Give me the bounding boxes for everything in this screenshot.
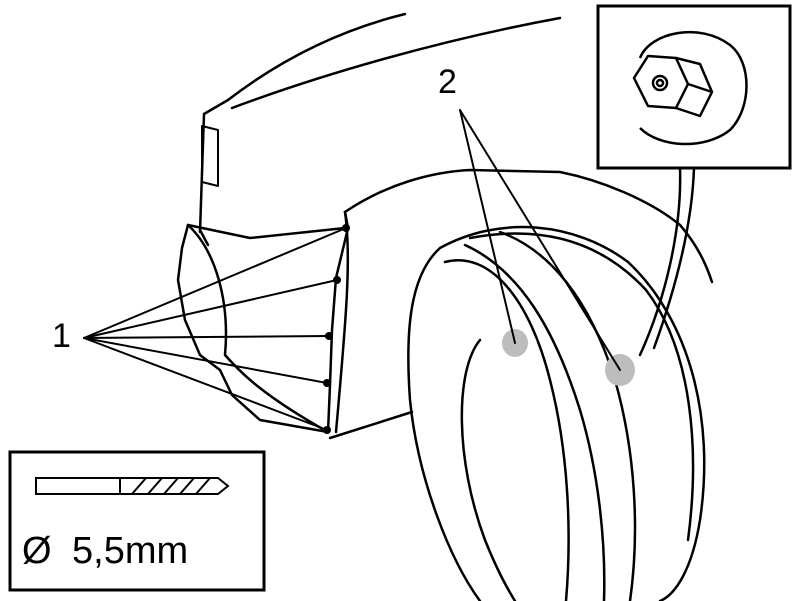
nut-hex-side bbox=[675, 56, 714, 118]
diameter-symbol: Ø bbox=[22, 530, 52, 572]
drill-spec-inset: Ø 5,5mm bbox=[8, 450, 266, 592]
liner-screws bbox=[323, 224, 350, 434]
roof-edge bbox=[230, 16, 562, 110]
liner-edge bbox=[334, 210, 350, 434]
liner-inner-fold bbox=[186, 223, 330, 434]
hood-front-edge bbox=[198, 98, 230, 234]
nut-thread-hole bbox=[651, 74, 669, 92]
tyre bbox=[407, 225, 706, 601]
clip-nut-icon bbox=[632, 30, 748, 146]
drill-size: 5,5mm bbox=[72, 530, 188, 572]
headlight bbox=[201, 125, 219, 187]
drill-flutes bbox=[120, 477, 230, 495]
drill-frame bbox=[8, 450, 266, 592]
callout-label-1: 1 bbox=[52, 317, 71, 355]
tyre-tread-1 bbox=[468, 232, 695, 542]
rim-inner bbox=[460, 338, 517, 601]
clip-washer bbox=[638, 30, 748, 146]
leader-lines-2 bbox=[459, 109, 621, 371]
tyre-tread-3 bbox=[463, 243, 606, 601]
leader-lines-1 bbox=[83, 227, 347, 431]
body-lower-edge bbox=[198, 228, 210, 247]
callout-label-2: 2 bbox=[438, 63, 457, 101]
sill-line bbox=[328, 410, 414, 440]
nut-thread-hole-inner bbox=[655, 78, 665, 88]
car-body bbox=[198, 12, 714, 440]
clip-detail-inset bbox=[596, 4, 792, 170]
fender-liner bbox=[176, 210, 350, 434]
drill-flute-lines bbox=[131, 477, 211, 495]
tyre-sidewall bbox=[443, 259, 570, 601]
liner-outline bbox=[176, 210, 350, 434]
wheel-arch bbox=[343, 168, 714, 284]
drill-bit-icon bbox=[35, 477, 230, 495]
windshield-edge bbox=[226, 12, 407, 102]
detail-leader bbox=[638, 166, 696, 357]
